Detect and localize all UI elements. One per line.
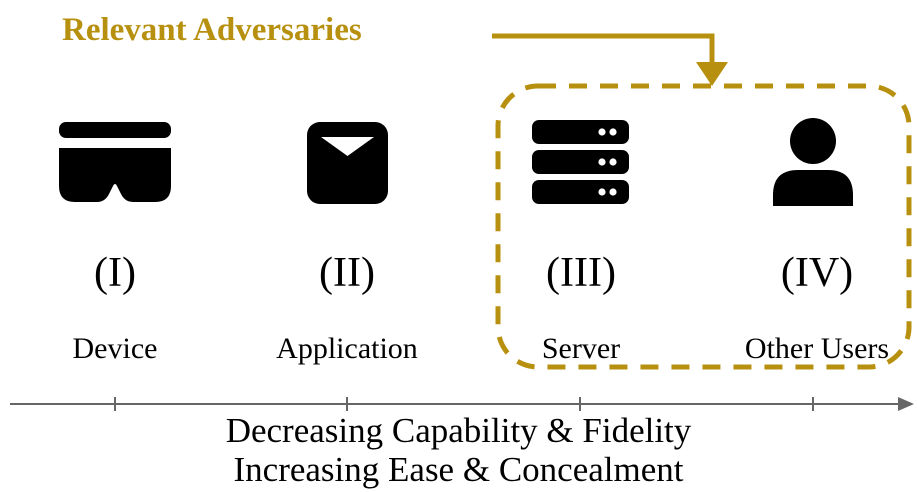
vr-headset-icon xyxy=(59,122,171,202)
axis-arrowhead xyxy=(898,397,914,411)
capability-axis xyxy=(10,397,914,411)
highlight-arrow xyxy=(492,33,728,86)
adversary-label-device: Device xyxy=(72,332,158,365)
adversary-numeral-server: (III) xyxy=(546,250,616,296)
server-icon xyxy=(532,120,629,204)
adversary-numeral-device: (I) xyxy=(94,250,136,296)
axis-caption-line-1: Decreasing Capability & Fidelity xyxy=(225,411,692,450)
axis-caption-line-2: Increasing Ease & Concealment xyxy=(233,450,684,489)
user-icon xyxy=(773,118,853,206)
app-box-icon xyxy=(307,122,388,204)
adversary-label-server: Server xyxy=(541,332,621,365)
relevant-adversaries-title: Relevant Adversaries xyxy=(62,12,362,48)
adversary-label-other-users: Other Users xyxy=(744,332,890,365)
adversary-numeral-other-users: (IV) xyxy=(780,250,854,296)
relevant-adversaries-box xyxy=(495,83,912,370)
adversary-label-application: Application xyxy=(276,332,418,365)
adversary-numeral-application: (II) xyxy=(319,250,375,296)
